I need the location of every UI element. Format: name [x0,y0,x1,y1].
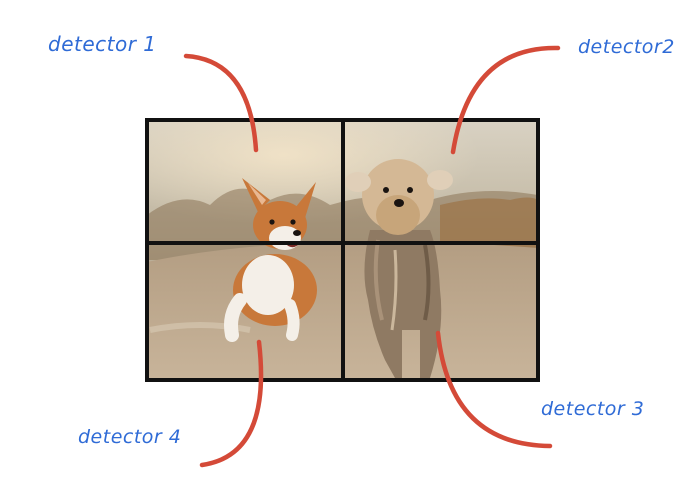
label-detector-1: detector 1 [48,32,157,56]
label-detector-4: detector 4 [78,426,182,448]
connector-detector-4 [199,339,264,468]
connectors [183,45,561,468]
corgi-dog [224,178,317,342]
connector-detector-2 [450,45,561,155]
label-detector-3: detector 3 [541,398,645,420]
label-detector-2: detector2 [578,36,675,58]
detector-grid [145,118,540,382]
terrier-dog [345,159,453,378]
road-highlight [149,322,251,333]
connector-detector-1 [183,53,259,153]
foliage-right [440,197,538,250]
connector-detector-3 [435,330,553,449]
